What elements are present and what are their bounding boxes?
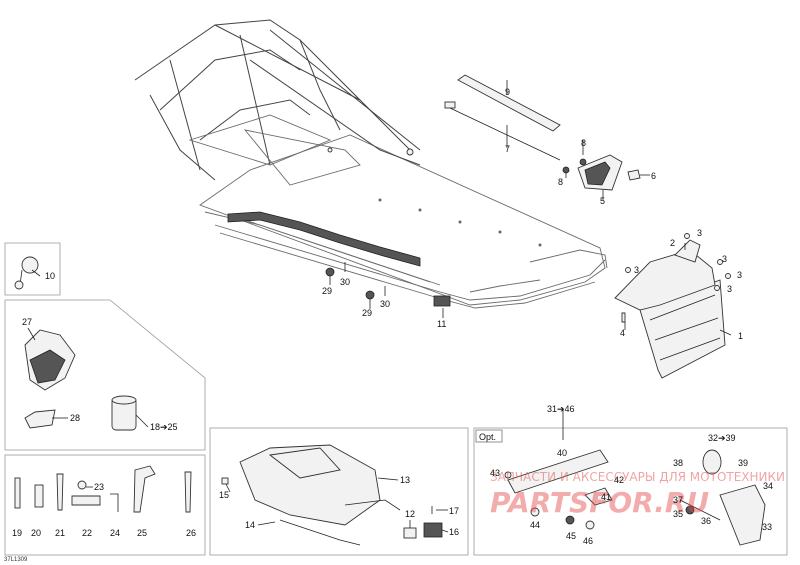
callout-36: 36 (701, 516, 711, 526)
callout-27: 27 (22, 317, 32, 327)
callout-24: 24 (110, 528, 120, 538)
rear-strip-part-9 (457, 74, 561, 132)
callout-25: 25 (137, 528, 147, 538)
callout-30: 30 (380, 299, 390, 309)
callout-8: 8 (581, 138, 586, 148)
chassis-frame (134, 19, 608, 309)
part-10-box (4, 242, 61, 296)
callout-17: 17 (449, 506, 459, 516)
callout-45: 45 (566, 531, 576, 541)
callout-42: 42 (614, 475, 624, 485)
callout-41: 41 (601, 492, 611, 502)
callout-29: 29 (362, 308, 372, 318)
callout-33: 33 (762, 522, 772, 532)
callout-3: 3 (697, 228, 702, 238)
opt-label: Opt. (479, 432, 496, 442)
callout-10: 10 (45, 271, 55, 281)
leader-lines (27, 80, 732, 533)
callout-19: 19 (12, 528, 22, 538)
callout-46: 46 (583, 536, 593, 546)
snowmobile-panel (209, 427, 469, 556)
callout-26: 26 (186, 528, 196, 538)
flap-bracket-part-2 (614, 239, 716, 311)
callout-11: 11 (437, 319, 446, 329)
callout-4: 4 (620, 328, 625, 338)
callout-21: 21 (55, 528, 65, 538)
callout-9: 9 (505, 87, 510, 97)
callout-22: 22 (82, 528, 92, 538)
watermark-line-2: PARTSFOR.RU (490, 486, 709, 519)
callout-28: 28 (70, 413, 80, 423)
callout-14: 14 (245, 520, 255, 530)
accessory-panel (4, 299, 206, 451)
callout-37: 37 (673, 495, 683, 505)
tools-panel (4, 454, 206, 556)
callout-35: 35 (673, 509, 683, 519)
taillight-part-5 (577, 154, 623, 191)
callout-29: 29 (322, 286, 332, 296)
callout-3: 3 (727, 284, 732, 294)
screws-part-3 (625, 233, 731, 291)
callout-40: 40 (557, 448, 567, 458)
callout-12: 12 (405, 509, 415, 519)
callout-23: 23 (94, 482, 104, 492)
nuts-part-29 (325, 267, 375, 300)
callout-31-46: 31➔46 (547, 404, 575, 414)
callout-20: 20 (31, 528, 41, 538)
diagram-reference-code: 37L1309 (4, 557, 28, 563)
clip-part-11 (433, 295, 451, 307)
watermark: ЗАПЧАСТИ И АКСЕССУАРЫ ДЛЯ МОТОТЕХНИКИ PA… (490, 470, 785, 519)
callout-30: 30 (340, 277, 350, 287)
callout-39: 39 (738, 458, 748, 468)
screw-part-4 (621, 312, 626, 323)
opt-label-box (475, 429, 503, 443)
callout-8: 8 (558, 177, 563, 187)
callout-16: 16 (449, 527, 459, 537)
callout-15: 15 (219, 490, 229, 500)
callout-numbers: 1 2 3 3 3 3 3 4 5 6 7 8 8 9 10 11 12 13 … (12, 87, 773, 546)
callout-43: 43 (490, 468, 500, 478)
callout-13: 13 (400, 475, 410, 485)
callout-5: 5 (600, 196, 605, 206)
rivets-part-30 (344, 262, 386, 296)
wire-harness-part-7 (444, 101, 561, 161)
callout-38: 38 (673, 458, 683, 468)
callout-2: 2 (670, 238, 675, 248)
callout-32-39: 32➔39 (708, 433, 736, 443)
callout-7: 7 (505, 144, 510, 154)
watermark-line-1: ЗАПЧАСТИ И АКСЕССУАРЫ ДЛЯ МОТОТЕХНИКИ (490, 470, 785, 484)
callout-3: 3 (634, 265, 639, 275)
callout-1: 1 (738, 331, 743, 341)
callout-3: 3 (737, 270, 742, 280)
optional-parts-panel (473, 427, 788, 556)
callout-6: 6 (651, 171, 656, 181)
callout-18-25: 18➔25 (150, 422, 178, 432)
callout-3: 3 (722, 254, 727, 264)
callout-44: 44 (530, 520, 540, 530)
callout-34: 34 (763, 481, 773, 491)
bulb-part-6 (627, 169, 641, 181)
